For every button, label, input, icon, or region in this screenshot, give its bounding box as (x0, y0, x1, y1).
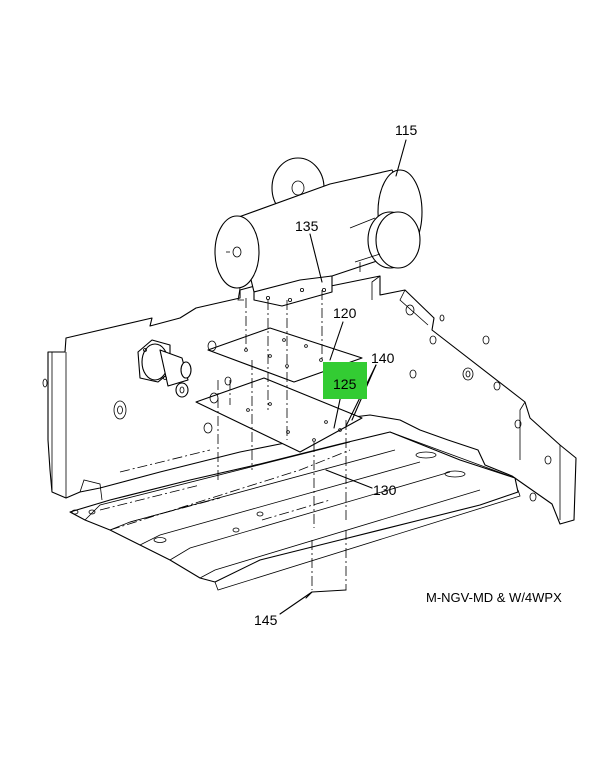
callout-125[interactable]: 125 (333, 376, 357, 392)
model-caption: M-NGV-MD & W/4WPX (426, 590, 562, 605)
callout-115[interactable]: 115 (395, 122, 418, 138)
callout-135[interactable]: 135 (295, 218, 319, 234)
motor-assembly (214, 157, 423, 307)
highlight-callout-125[interactable] (323, 362, 367, 399)
callout-140[interactable]: 140 (371, 350, 395, 366)
floor-tray (69, 431, 521, 591)
assembly-centerlines (99, 290, 351, 590)
connector-component (137, 339, 192, 398)
mounting-plate-130 (195, 377, 363, 453)
callout-130[interactable]: 130 (373, 482, 397, 498)
callout-145[interactable]: 145 (254, 612, 278, 628)
callout-120[interactable]: 120 (333, 305, 357, 321)
